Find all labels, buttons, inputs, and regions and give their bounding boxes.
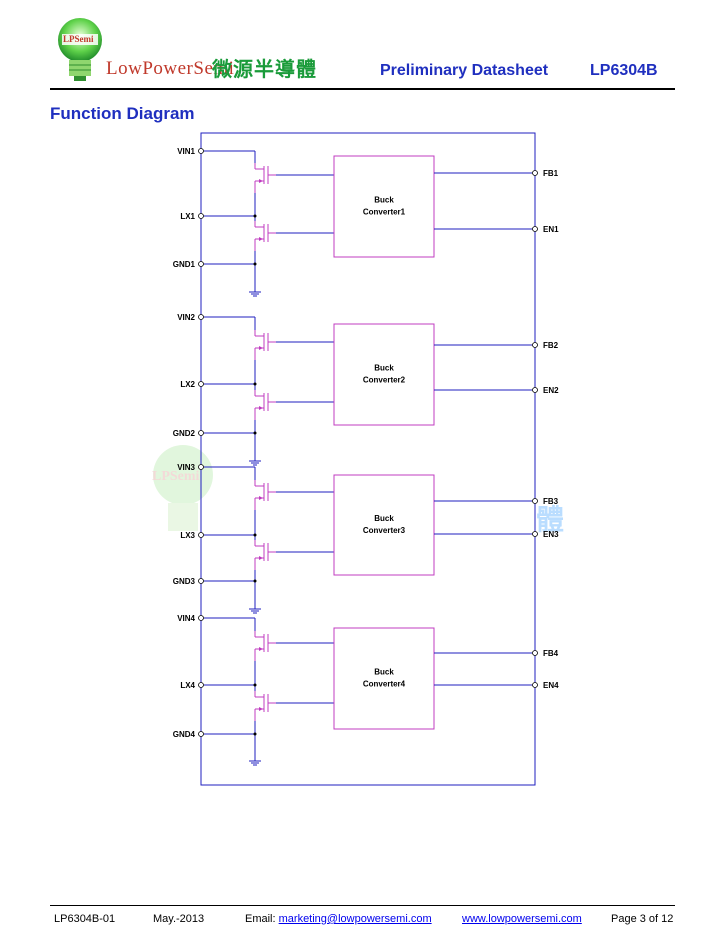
pin-gnd1 — [198, 261, 204, 267]
mosfet-low-3-arrow — [259, 556, 263, 560]
converter-label-line2-3: Converter3 — [363, 526, 406, 535]
footer-doc-id: LP6304B-01 — [54, 913, 116, 925]
pin-label-vin2: VIN2 — [177, 313, 195, 322]
converter-box-2 — [333, 323, 435, 426]
pin-fb1 — [532, 170, 538, 176]
pin-vin3 — [198, 464, 204, 470]
mosfet-low-1-arrow — [259, 237, 263, 241]
converter-label-line2-1: Converter1 — [363, 208, 406, 217]
pin-lx1 — [198, 213, 204, 219]
pin-label-gnd2: GND2 — [173, 429, 196, 438]
header-divider — [50, 88, 675, 90]
pin-label-vin1: VIN1 — [177, 147, 195, 156]
footer-page: Page 3 of 12 — [611, 913, 674, 925]
converter-label-line2-4: Converter4 — [363, 680, 406, 689]
converter-label-line2-2: Converter2 — [363, 376, 406, 385]
node-lx-4 — [253, 683, 257, 687]
pin-en2 — [532, 387, 538, 393]
pin-label-gnd4: GND4 — [173, 730, 196, 739]
mosfet-high-4-arrow — [259, 647, 263, 651]
pin-label-en4: EN4 — [543, 681, 559, 690]
part-number: LP6304B — [590, 62, 658, 79]
pin-label-vin4: VIN4 — [177, 614, 195, 623]
brand-name-cn: 微源半導體 — [212, 57, 317, 81]
function-diagram-svg: VIN1LX1GND1BuckConverter1FB1EN1VIN2LX2GN… — [173, 132, 559, 786]
document-type: Preliminary Datasheet — [380, 62, 549, 79]
ic-outline — [200, 132, 536, 786]
pin-label-lx4: LX4 — [180, 681, 195, 690]
node-lx-3 — [253, 533, 257, 537]
converter-label-line1-2: Buck — [374, 364, 394, 373]
node-gnd-4 — [253, 732, 257, 736]
logo-text: LPSemi — [63, 34, 94, 44]
watermark-cn: 體 — [536, 503, 565, 536]
mosfet-low-4-arrow — [259, 707, 263, 711]
pin-label-lx2: LX2 — [180, 380, 195, 389]
converter-box-1 — [333, 155, 435, 258]
footer-website-link[interactable]: www.lowpowersemi.com — [462, 913, 582, 925]
footer-divider — [50, 905, 675, 906]
node-lx-2 — [253, 382, 257, 386]
pin-label-fb1: FB1 — [543, 169, 559, 178]
footer-email-link[interactable]: marketing@lowpowersemi.com — [278, 913, 432, 925]
pin-fb2 — [532, 342, 538, 348]
mosfet-low-2-arrow — [259, 406, 263, 410]
pin-lx2 — [198, 381, 204, 387]
node-gnd-3 — [253, 579, 257, 583]
pin-gnd4 — [198, 731, 204, 737]
mosfet-high-3-arrow — [259, 496, 263, 500]
pin-label-en3: EN3 — [543, 530, 559, 539]
pin-label-lx3: LX3 — [180, 531, 195, 540]
pin-vin4 — [198, 615, 204, 621]
converter-box-4 — [333, 627, 435, 730]
pin-label-en2: EN2 — [543, 386, 559, 395]
pin-label-gnd1: GND1 — [173, 260, 196, 269]
mosfet-high-2-arrow — [259, 346, 263, 350]
mosfet-high-1-arrow — [259, 179, 263, 183]
pin-gnd3 — [198, 578, 204, 584]
pin-en3 — [532, 531, 538, 537]
section-title: Function Diagram — [50, 104, 195, 123]
pin-label-en1: EN1 — [543, 225, 559, 234]
pin-label-fb3: FB3 — [543, 497, 559, 506]
brand-name-en: LowPowerSemi — [106, 58, 235, 79]
pin-lx3 — [198, 532, 204, 538]
watermark-logo: LPSemi — [148, 443, 218, 543]
pin-en4 — [532, 682, 538, 688]
watermark-logo-text: LPSemi — [152, 469, 200, 484]
node-gnd-2 — [253, 431, 257, 435]
converter-label-line1-3: Buck — [374, 514, 394, 523]
company-logo: LPSemi — [54, 16, 106, 82]
pin-vin2 — [198, 314, 204, 320]
pin-label-fb2: FB2 — [543, 341, 559, 350]
pin-lx4 — [198, 682, 204, 688]
pin-vin1 — [198, 148, 204, 154]
converter-box-3 — [333, 474, 435, 576]
node-lx-1 — [253, 214, 257, 218]
footer-email: Email: marketing@lowpowersemi.com — [245, 913, 432, 925]
pin-label-vin3: VIN3 — [177, 463, 195, 472]
node-gnd-1 — [253, 262, 257, 266]
pin-label-gnd3: GND3 — [173, 577, 196, 586]
footer-email-label: Email: — [245, 913, 279, 925]
pin-gnd2 — [198, 430, 204, 436]
footer-website: www.lowpowersemi.com — [462, 913, 582, 925]
pin-label-lx1: LX1 — [180, 212, 195, 221]
converter-label-line1-4: Buck — [374, 668, 394, 677]
pin-fb4 — [532, 650, 538, 656]
pin-en1 — [532, 226, 538, 232]
converter-label-line1-1: Buck — [374, 196, 394, 205]
pin-fb3 — [532, 498, 538, 504]
pin-label-fb4: FB4 — [543, 649, 559, 658]
footer-date: May.-2013 — [153, 913, 205, 925]
